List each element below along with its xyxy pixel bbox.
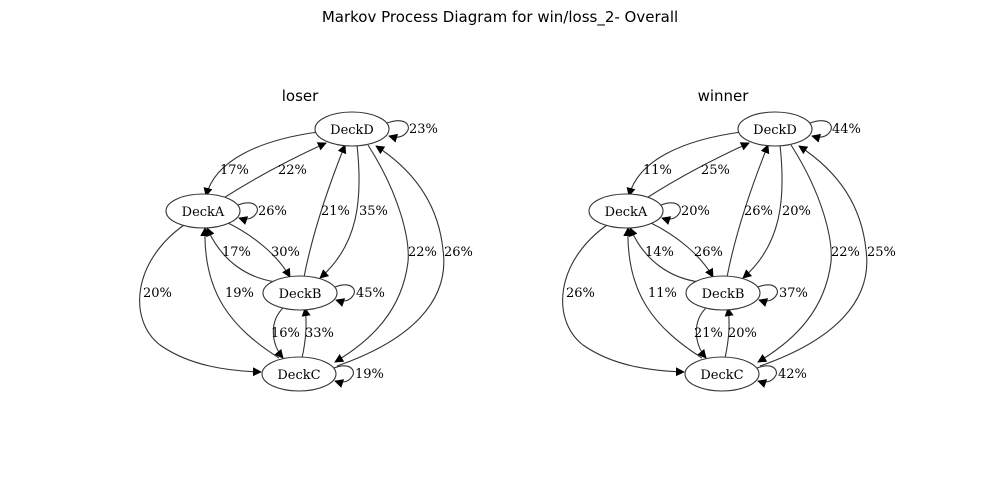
node-label: DeckD — [753, 123, 797, 138]
edge-label-winner-B-A: 14% — [645, 245, 674, 260]
node-winner-deckd: DeckD — [737, 111, 813, 147]
edge-label-loser-C-C: 19% — [355, 367, 384, 382]
edge-loser-A-D — [221, 142, 327, 200]
edge-winner-B-D — [726, 144, 770, 278]
edge-label-winner-D-C: 22% — [831, 245, 860, 260]
edge-loser-C-A — [200, 227, 280, 359]
edge-winner-C-A — [623, 227, 703, 359]
edge-label-loser-A-B: 30% — [271, 245, 300, 260]
node-label: DeckC — [277, 368, 320, 383]
edge-loser-A-B — [225, 221, 291, 278]
edge-loser-D-C — [334, 144, 409, 363]
edge-label-loser-B-A: 17% — [222, 245, 251, 260]
edge-winner-D-A — [626, 131, 742, 197]
node-loser-deckd: DeckD — [314, 111, 390, 147]
edge-label-winner-A-C: 26% — [566, 286, 595, 301]
edge-label-loser-B-B: 45% — [356, 286, 385, 301]
edge-winner-B-B — [757, 284, 778, 307]
node-shape — [261, 356, 337, 392]
edge-winner-D-D — [809, 120, 832, 143]
panel-loser: loser DeckD DeckA — [139, 87, 473, 392]
node-label: DeckA — [605, 205, 648, 220]
edge-label-loser-A-A: 26% — [258, 204, 287, 219]
edge-winner-A-B — [648, 221, 714, 278]
edge-loser-B-C — [272, 306, 285, 359]
edge-label-loser-C-A: 19% — [225, 286, 254, 301]
edges-winner — [562, 120, 868, 388]
edge-label-winner-A-A: 20% — [681, 204, 710, 219]
panel-title-loser: loser — [282, 87, 319, 105]
edge-label-loser-D-C: 22% — [408, 245, 437, 260]
edge-label-winner-C-D: 25% — [867, 245, 896, 260]
edge-loser-C-C — [333, 365, 354, 388]
edge-label-winner-C-C: 42% — [778, 367, 807, 382]
edge-loser-D-A — [203, 131, 319, 197]
panel-winner: winner DeckD DeckA — [562, 87, 896, 392]
panel-title-winner: winner — [698, 87, 750, 105]
node-shape — [588, 193, 664, 229]
edge-label-winner-A-B: 26% — [694, 245, 723, 260]
edges-loser — [139, 120, 445, 388]
edge-loser-D-D — [386, 120, 409, 143]
node-label: DeckC — [700, 368, 743, 383]
edge-loser-A-A — [237, 202, 258, 225]
edge-label-winner-D-A: 11% — [643, 163, 672, 178]
edge-winner-B-C — [695, 306, 708, 359]
node-label: DeckA — [182, 205, 225, 220]
edge-label-loser-A-C: 20% — [143, 286, 172, 301]
edge-label-loser-C-B: 33% — [305, 326, 334, 341]
edge-winner-C-C — [756, 365, 777, 388]
edge-label-winner-B-B: 37% — [779, 286, 808, 301]
node-winner-decka: DeckA — [588, 193, 664, 229]
edge-label-winner-C-A: 11% — [648, 286, 677, 301]
node-label: DeckD — [330, 123, 374, 138]
node-loser-deckc: DeckC — [261, 356, 337, 392]
edge-winner-A-D — [644, 142, 750, 200]
edge-label-winner-C-B: 20% — [728, 326, 757, 341]
node-loser-decka: DeckA — [165, 193, 241, 229]
edge-label-loser-B-C: 16% — [271, 326, 300, 341]
edge-label-winner-D-B: 20% — [782, 204, 811, 219]
node-winner-deckb: DeckB — [685, 275, 761, 311]
edge-loser-A-C — [139, 224, 262, 377]
node-shape — [314, 111, 390, 147]
node-shape — [684, 356, 760, 392]
edge-winner-B-A — [629, 227, 700, 283]
edge-winner-A-A — [660, 202, 681, 225]
node-loser-deckb: DeckB — [262, 275, 338, 311]
edge-label-winner-B-D: 26% — [744, 204, 773, 219]
edge-label-loser-C-D: 26% — [444, 245, 473, 260]
node-label: DeckB — [279, 287, 322, 302]
edge-label-loser-D-A: 17% — [220, 163, 249, 178]
edge-winner-C-D — [759, 145, 868, 367]
edge-winner-C-B — [724, 307, 734, 359]
edge-label-loser-B-D: 21% — [321, 204, 350, 219]
node-shape — [685, 275, 761, 311]
node-winner-deckc: DeckC — [684, 356, 760, 392]
edge-label-loser-D-D: 23% — [409, 122, 438, 137]
edge-loser-D-B — [319, 144, 360, 279]
node-shape — [165, 193, 241, 229]
edge-loser-B-D — [303, 144, 347, 278]
edge-winner-A-C — [562, 224, 685, 377]
node-shape — [737, 111, 813, 147]
edge-label-loser-A-D: 22% — [278, 163, 307, 178]
edge-label-loser-D-B: 35% — [359, 204, 388, 219]
edge-loser-B-B — [334, 284, 355, 307]
edge-winner-D-B — [742, 144, 783, 279]
edge-loser-B-A — [206, 227, 277, 283]
edge-label-winner-D-D: 44% — [832, 122, 861, 137]
edge-label-winner-A-D: 25% — [701, 163, 730, 178]
edge-winner-D-C — [757, 144, 832, 363]
edge-loser-C-D — [336, 145, 445, 367]
edge-loser-C-B — [301, 307, 311, 359]
edge-label-winner-B-C: 21% — [694, 326, 723, 341]
figure-title: Markov Process Diagram for win/loss_2- O… — [322, 8, 678, 27]
node-shape — [262, 275, 338, 311]
node-label: DeckB — [702, 287, 745, 302]
